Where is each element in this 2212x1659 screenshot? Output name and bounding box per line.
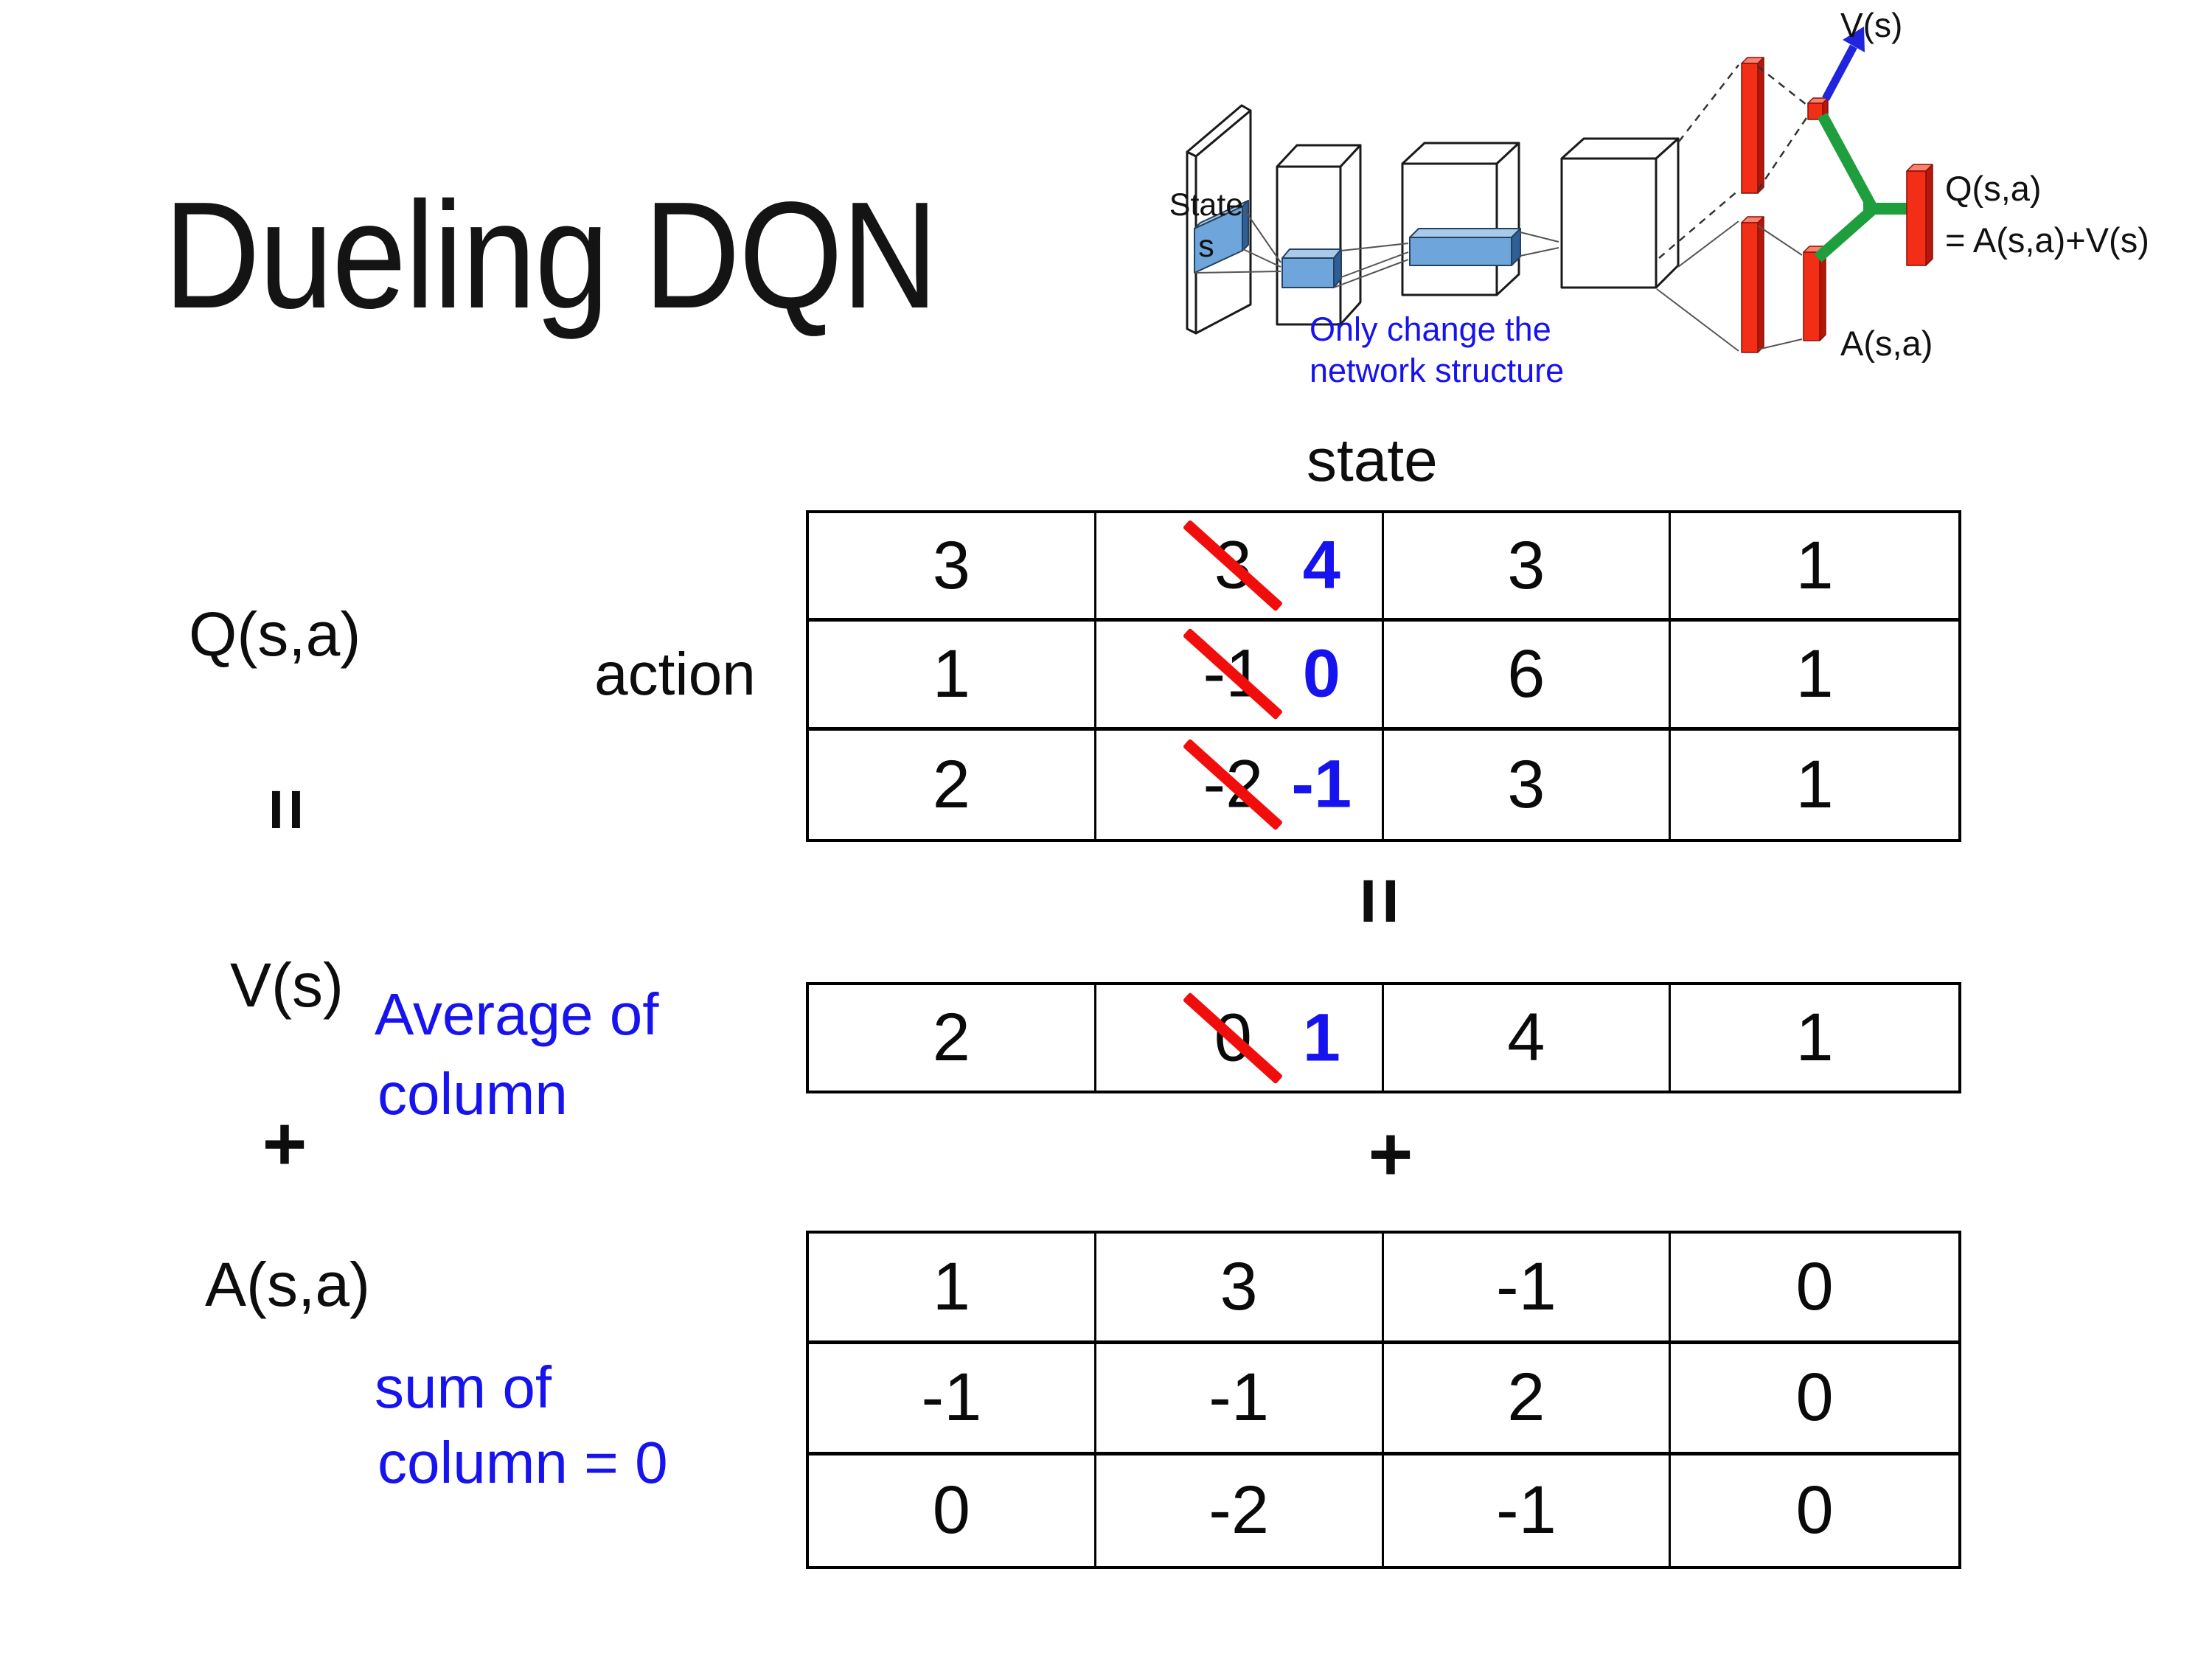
q-matrix-label: Q(s,a) <box>189 599 361 669</box>
average-note-line2: column <box>378 1061 568 1127</box>
new-value: 1 <box>1302 1000 1340 1075</box>
cell-value: 0 <box>1795 1472 1834 1548</box>
new-value: -1 <box>1291 746 1352 822</box>
aggregation-junction <box>1814 112 1913 262</box>
equals-sign-mid: = <box>1334 877 1427 925</box>
cell-value: 1 <box>1795 636 1834 712</box>
table-cell: 2 <box>1383 1344 1672 1455</box>
q-output-label-line2: = A(s,a)+V(s) <box>1945 220 2149 260</box>
fc-connection-lines <box>1656 64 1739 352</box>
conv-fan-lines-2 <box>1333 243 1409 288</box>
q-output-label-line1: Q(s,a) <box>1945 169 2042 208</box>
conv-box-2 <box>1401 142 1520 296</box>
table-cell: 3 <box>1096 1234 1384 1345</box>
table-cell: -1 <box>1096 1344 1384 1455</box>
cell-value: 0 <box>1795 1249 1834 1325</box>
cell-value: -1 <box>1495 1472 1557 1548</box>
cell-value: 3 <box>1507 746 1545 822</box>
conv-fan-lines-1 <box>1194 207 1281 274</box>
sum-note-line1: sum of <box>375 1354 552 1420</box>
cell-value: 0 <box>932 1472 970 1548</box>
a-output-label: A(s,a) <box>1840 324 1933 363</box>
table-cell: 1 <box>809 622 1096 731</box>
cell-value: -1 <box>1495 1249 1557 1325</box>
table-cell: 3 <box>1383 513 1672 622</box>
cell-value: 1 <box>932 636 970 712</box>
network-note-line2: network structure <box>1310 352 1564 389</box>
v-output-arrow-icon <box>1822 27 1865 101</box>
conv-box-1 <box>1276 144 1362 326</box>
table-cell: -1 <box>809 1344 1096 1455</box>
cell-value: 6 <box>1507 636 1545 712</box>
table-cell: -2 <box>1096 1455 1384 1566</box>
table-cell: 0 <box>809 1455 1096 1566</box>
feature-slab-2 <box>1281 248 1342 288</box>
cell-value: 3 <box>1507 527 1545 603</box>
v-corrected-cell: 0 1 <box>1096 985 1384 1091</box>
stream-connection-lines <box>1756 66 1808 350</box>
conv-box-3 <box>1560 137 1680 289</box>
table-cell: 0 <box>1671 1344 1958 1455</box>
cell-value: 4 <box>1507 1000 1545 1075</box>
q-corrected-cell: 3 4 <box>1096 513 1384 622</box>
table-cell: 1 <box>1671 513 1958 622</box>
cell-value: 3 <box>932 527 970 603</box>
network-note-line1: Only change the <box>1310 310 1551 348</box>
v-output-label: V(s) <box>1840 6 1902 44</box>
new-value: 4 <box>1302 527 1340 603</box>
table-cell: 1 <box>1671 731 1958 839</box>
action-axis-label: action <box>594 641 756 708</box>
table-cell: 3 <box>809 513 1096 622</box>
table-cell: 1 <box>1671 622 1958 731</box>
plus-sign-mid: + <box>1368 1111 1413 1197</box>
cell-value: 0 <box>1795 1360 1834 1436</box>
table-cell: 1 <box>809 1234 1096 1345</box>
cell-value: 2 <box>932 1000 970 1075</box>
slide-title: Dueling DQN <box>164 170 938 340</box>
cell-value: -1 <box>1208 1360 1270 1436</box>
sum-note-line2: column = 0 <box>378 1430 668 1495</box>
a-matrix-label: A(s,a) <box>205 1250 371 1319</box>
a-table: 1 3 -1 0 -1 -1 2 0 0 -2 -1 0 <box>806 1231 1961 1569</box>
table-cell: 2 <box>809 985 1096 1091</box>
table-cell: -1 <box>1384 1455 1672 1566</box>
table-cell: 2 <box>809 730 1096 839</box>
table-cell: 0 <box>1671 1234 1958 1345</box>
cell-value: -2 <box>1208 1472 1270 1548</box>
table-cell: -1 <box>1383 1234 1672 1345</box>
state-input-label-line1: State <box>1169 187 1243 223</box>
average-note-line1: Average of <box>375 981 659 1047</box>
fc-bar-top <box>1741 57 1764 194</box>
a-node <box>1803 246 1826 341</box>
cell-value: -1 <box>921 1360 982 1436</box>
cell-value: 1 <box>1795 527 1834 603</box>
cell-value: 2 <box>1507 1360 1545 1436</box>
conv-fan-lines-3 <box>1520 232 1559 257</box>
equals-sign-left: = <box>245 787 328 832</box>
q-node <box>1906 164 1933 266</box>
cell-value: 1 <box>1795 746 1834 822</box>
q-table: 3 3 4 3 1 1 -1 0 6 1 2 -2 -1 3 1 <box>806 510 1961 842</box>
v-matrix-label: V(s) <box>230 950 344 1020</box>
dueling-network-diagram: V(s) State s Only change the network str… <box>1169 6 2149 389</box>
q-corrected-cell: -1 0 <box>1096 622 1384 731</box>
plus-sign-left: + <box>262 1101 307 1187</box>
q-corrected-cell: -2 -1 <box>1096 730 1384 839</box>
table-cell: 4 <box>1384 985 1672 1091</box>
fc-bar-bottom <box>1741 216 1764 353</box>
cell-value: 1 <box>932 1249 970 1325</box>
table-cell: 6 <box>1383 622 1672 731</box>
state-input-label-line2: s <box>1198 229 1214 264</box>
new-value: 0 <box>1302 636 1340 712</box>
feature-slab-3 <box>1409 228 1521 266</box>
cell-value: 3 <box>1220 1249 1258 1325</box>
table-cell: 3 <box>1384 730 1672 839</box>
table-cell: 1 <box>1671 985 1958 1091</box>
v-row-table: 2 0 1 4 1 <box>806 982 1961 1093</box>
cell-value: 1 <box>1795 1000 1834 1075</box>
state-axis-label: state <box>1307 427 1438 494</box>
cell-value: 2 <box>932 746 970 822</box>
table-cell: 0 <box>1671 1455 1958 1566</box>
